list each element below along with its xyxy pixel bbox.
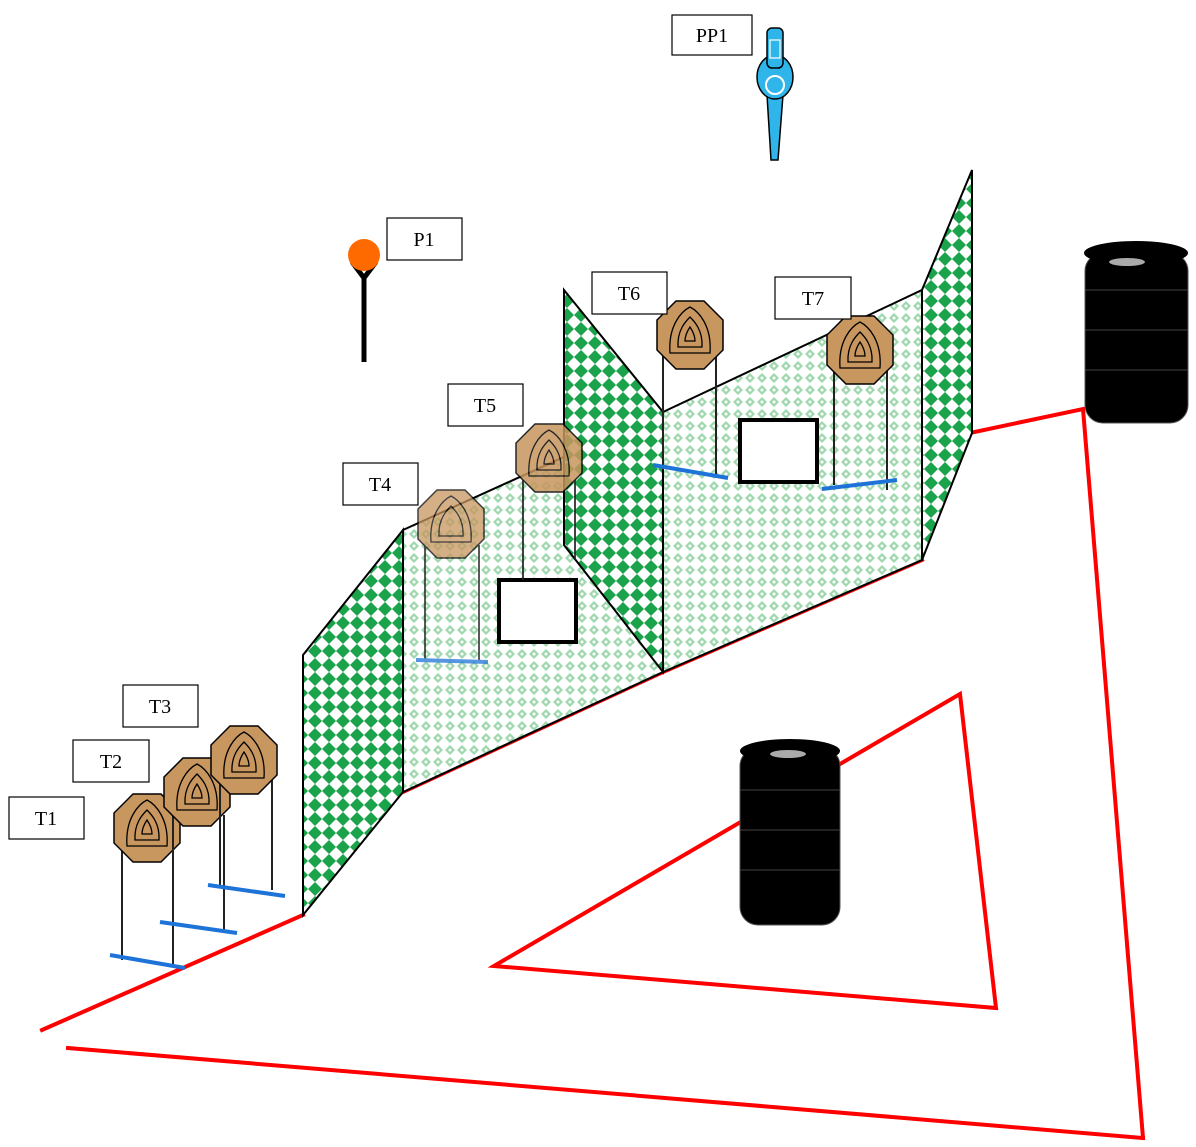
wall-panel-left <box>303 530 403 915</box>
svg-text:T4: T4 <box>369 474 391 496</box>
popper-icon <box>348 239 380 362</box>
steel-plate-target-icon <box>827 316 893 384</box>
svg-text:T2: T2 <box>100 751 122 773</box>
label-t7: T7 <box>775 277 851 319</box>
wall-window-right <box>740 420 817 482</box>
tire-stack-icon <box>1084 241 1188 423</box>
svg-text:T6: T6 <box>618 283 640 305</box>
svg-text:T3: T3 <box>149 696 171 718</box>
pepper-popper-icon <box>757 28 793 160</box>
label-t3: T3 <box>123 685 198 727</box>
svg-text:T7: T7 <box>802 288 824 310</box>
label-t6: T6 <box>592 272 667 314</box>
steel-plate-target-icon <box>418 490 484 558</box>
label-t5: T5 <box>448 384 523 426</box>
fault-line-bottom <box>68 1048 1143 1138</box>
label-t2: T2 <box>73 740 149 782</box>
svg-text:P1: P1 <box>413 229 434 251</box>
label-t1: T1 <box>9 797 84 839</box>
steel-plate-target-icon <box>516 424 582 492</box>
steel-plate-target-icon <box>211 726 277 794</box>
label-p1: P1 <box>387 218 462 260</box>
svg-text:T5: T5 <box>474 395 496 417</box>
fault-line-right <box>970 409 1143 1138</box>
svg-text:PP1: PP1 <box>696 25 728 47</box>
svg-text:T1: T1 <box>35 808 57 830</box>
label-pp1: PP1 <box>672 15 752 55</box>
wall-window-center <box>499 580 576 642</box>
wall-panel-end <box>922 170 972 560</box>
label-t4: T4 <box>343 463 418 505</box>
tire-stack-icon <box>740 739 840 925</box>
target-t3 <box>208 726 285 896</box>
